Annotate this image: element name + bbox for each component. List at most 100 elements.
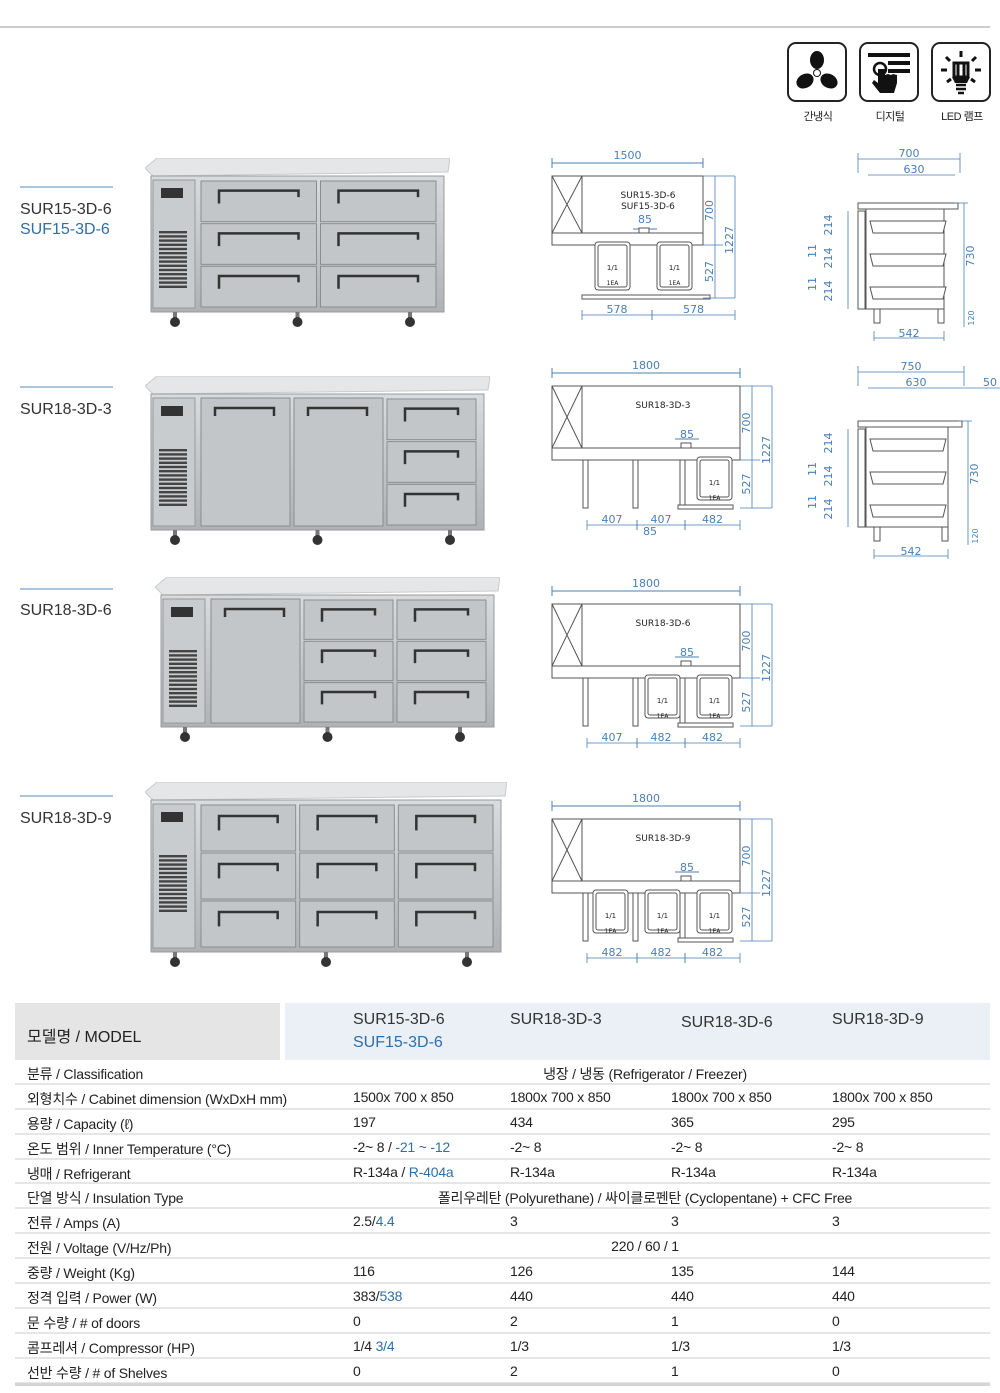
dimension-label: 85 <box>638 213 652 226</box>
row-label: 분류 / Classification <box>27 1066 144 1082</box>
feature-label: 디지털 <box>875 111 905 123</box>
row-value: 2.5/4.4 <box>353 1213 395 1230</box>
table-bottom-border <box>15 1383 990 1386</box>
row-value: 0 <box>353 1362 361 1379</box>
dimension-label: 700 <box>899 147 920 160</box>
bin-count-label: 1EA <box>709 928 722 935</box>
header-model: SUR18-3D-9 <box>832 1011 924 1028</box>
dimension-label: 1800 <box>632 577 660 590</box>
dimension-label: 120 <box>967 310 976 325</box>
row-value: -2~ 8 <box>510 1138 542 1155</box>
row-label: 중량 / Weight (Kg) <box>27 1265 135 1282</box>
row-value: 1/4 3/4 <box>353 1337 395 1354</box>
dimension-label: 11 <box>806 277 819 291</box>
bin-size-label: 1/1 <box>709 697 720 705</box>
dimension-label: 85 <box>643 525 657 538</box>
row-value: 126 <box>510 1263 533 1280</box>
dimension-label: 482 <box>602 946 623 959</box>
row-value: R-134a <box>510 1163 555 1180</box>
dimension-label: 730 <box>964 246 977 267</box>
front-dimension-diagram-3: 1800SUR18-3D-6851/11EA1/11EA700527122740… <box>551 577 773 748</box>
dimension-label: 700 <box>740 413 753 434</box>
dimension-label: 11 <box>806 244 819 258</box>
row-value: 440 <box>832 1288 855 1305</box>
model-name: SUR18-3D-3 <box>20 401 112 418</box>
row-value: R-134a <box>832 1163 877 1180</box>
dimension-label: 214 <box>822 499 835 520</box>
row-value: 0 <box>832 1312 840 1329</box>
divider <box>20 588 113 590</box>
header-model: SUR18-3D-6 <box>681 1014 773 1031</box>
row-value: 440 <box>671 1288 694 1305</box>
dimension-label: 85 <box>680 861 694 874</box>
dimension-label: 578 <box>683 303 704 316</box>
row-label: 문 수량 / # of doors <box>27 1314 141 1331</box>
diagram-model-label: SUR18-3D-6 <box>636 619 691 629</box>
fan-icon <box>787 42 847 102</box>
dimension-label: 1227 <box>760 436 773 464</box>
row-value: 1800x 700 x 850 <box>671 1088 772 1105</box>
row-value: 144 <box>832 1263 855 1280</box>
bin-count-label: 1EA <box>657 928 670 935</box>
row-label: 콤프레셔 / Compressor (HP) <box>27 1339 195 1356</box>
row-value-span: 폴리우레탄 (Polyurethane) / 싸이클로펜탄 (Cyclopent… <box>437 1190 853 1207</box>
divider <box>20 386 113 388</box>
bin-size-label: 1/1 <box>605 912 616 920</box>
row-value: 1500x 700 x 850 <box>353 1088 454 1105</box>
dimension-label: 527 <box>740 907 753 928</box>
dimension-label: 214 <box>822 281 835 302</box>
model-name-alt: SUF15-3D-6 <box>20 221 110 238</box>
feature-digital: 디지털 <box>859 42 921 124</box>
dimension-label: 578 <box>607 303 628 316</box>
bin-size-label: 1/1 <box>709 912 720 920</box>
row-label: 용량 / Capacity (ℓ) <box>27 1115 134 1132</box>
dimension-label: 542 <box>899 327 920 340</box>
product-photo-4 <box>145 782 507 967</box>
product-model-3: SUR18-3D-6 <box>20 601 112 621</box>
dimension-label: 214 <box>822 248 835 269</box>
row-value: -2~ 8 <box>832 1138 864 1155</box>
product-photo-2 <box>145 376 490 545</box>
dimension-label: 482 <box>702 513 723 526</box>
dimension-label: 700 <box>740 846 753 867</box>
row-value: 365 <box>671 1113 694 1130</box>
divider <box>20 795 113 797</box>
model-name: SUR15-3D-6 <box>20 201 112 218</box>
row-value: -2~ 8 / -21 ~ -12 <box>353 1138 450 1155</box>
feature-label: 간냉식 <box>803 111 833 123</box>
dimension-label: 50 <box>983 376 997 389</box>
dimension-label: 1800 <box>632 359 660 372</box>
row-label: 정격 입력 / Power (W) <box>27 1290 157 1307</box>
row-value: 197 <box>353 1113 376 1130</box>
dimension-label: 542 <box>901 545 922 558</box>
dimension-label: 630 <box>904 163 925 176</box>
row-value: 434 <box>510 1113 533 1130</box>
dimension-label: 85 <box>680 428 694 441</box>
bin-count-label: 1EA <box>709 495 722 502</box>
dimension-label: 1227 <box>723 226 736 254</box>
digital-touch-icon <box>859 42 919 102</box>
bin-count-label: 1EA <box>669 280 682 287</box>
dimension-label: 482 <box>702 946 723 959</box>
row-label: 외형치수 / Cabinet dimension (WxDxH mm) <box>27 1090 288 1107</box>
row-value: 1/3 <box>510 1337 529 1354</box>
dimension-label: 11 <box>806 495 819 509</box>
dimension-label: 700 <box>703 200 716 221</box>
dimension-label: 1227 <box>760 869 773 897</box>
bin-size-label: 1/1 <box>657 697 668 705</box>
feature-label: LED 램프 <box>941 111 983 123</box>
row-value: 2 <box>510 1312 518 1329</box>
dimension-label: 214 <box>822 466 835 487</box>
top-divider <box>0 26 990 28</box>
row-value: 1800x 700 x 850 <box>510 1088 611 1105</box>
